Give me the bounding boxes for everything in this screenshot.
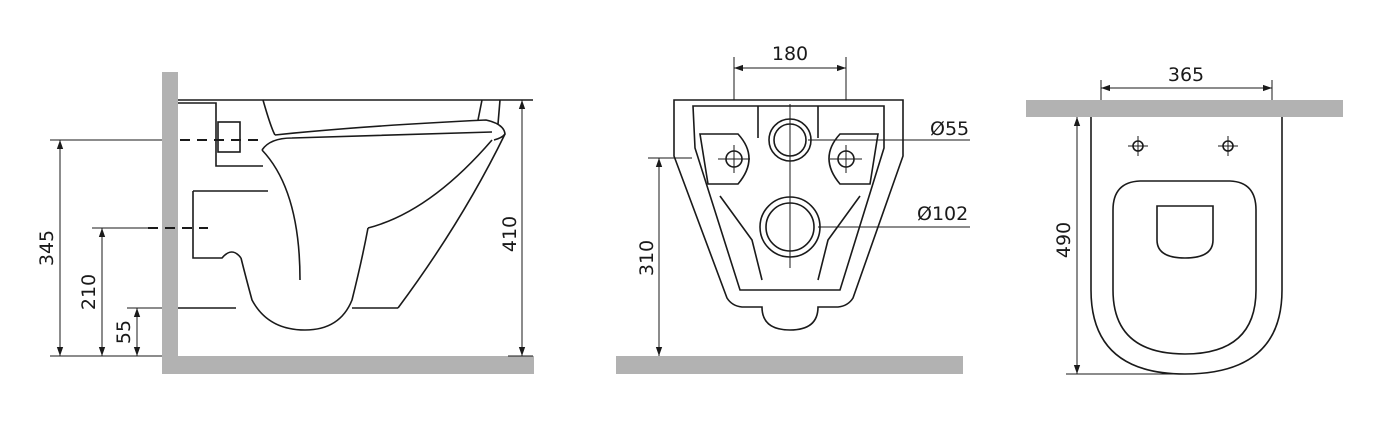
dim-label-210: 210 (78, 274, 100, 310)
seat-outline (1112, 180, 1257, 355)
dim-label-490: 490 (1053, 222, 1075, 258)
lid-handle (1156, 205, 1214, 259)
dim-label-410: 410 (499, 216, 521, 252)
dim-label-365: 365 (1168, 64, 1204, 86)
dim-label-55: 55 (113, 320, 135, 344)
toilet-side-outline (178, 99, 533, 331)
toilet-rear-outline (673, 99, 904, 331)
top-view: 365 490 (1026, 64, 1343, 375)
side-view: 345 210 55 410 (36, 72, 534, 374)
side-floor (162, 356, 534, 374)
dim-label-d102: Ø102 (917, 203, 968, 225)
dim-label-180: 180 (772, 43, 808, 65)
top-wall (1026, 100, 1343, 117)
dim-label-345: 345 (36, 230, 58, 266)
dim-label-310: 310 (636, 240, 658, 276)
rear-view: Ø55 Ø102 180 310 (616, 43, 970, 374)
toilet-top-outline (1090, 117, 1283, 375)
dim-label-d55: Ø55 (930, 118, 969, 140)
side-wall (162, 72, 178, 374)
rear-floor (616, 356, 963, 374)
